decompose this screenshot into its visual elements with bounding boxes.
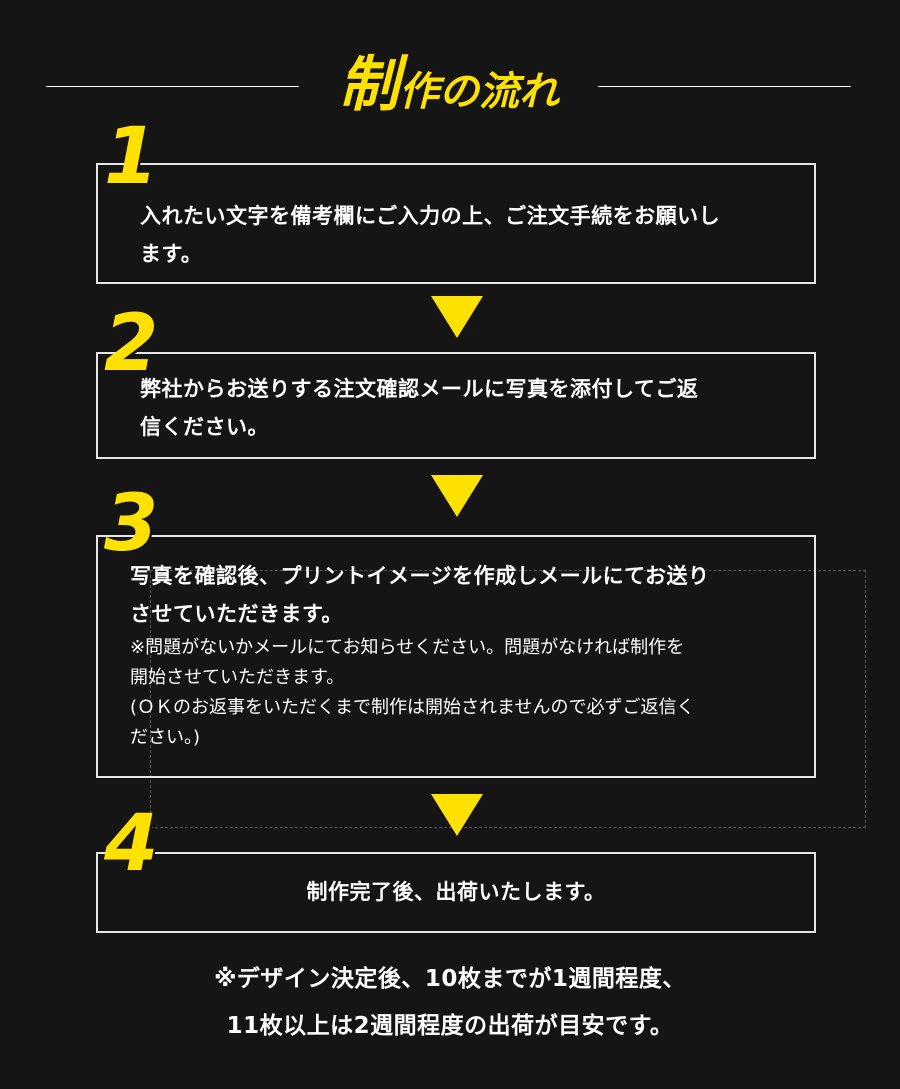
step-3-box: 写真を確認後、プリントイメージを作成しメールにてお送り させていただきます。 ※… (96, 535, 816, 778)
step-1-text-line2: ます。 (140, 242, 203, 266)
footer-note-line1: ※デザイン決定後、10枚までが1週間程度、 (214, 966, 686, 992)
step-3-note-line4: ださい。) (130, 727, 201, 748)
step-2-box: 弊社からお送りする注文確認メールに写真を添付してご返 信ください。 (96, 352, 816, 459)
decorative-dashed-frame (150, 570, 866, 828)
step-1-number: 1 (104, 112, 159, 202)
step-4-number: 4 (104, 799, 159, 889)
down-arrow-icon (431, 475, 483, 517)
down-arrow-icon (431, 296, 483, 338)
step-1-text-line1: 入れたい文字を備考欄にご入力の上、ご注文手続をお願いし (140, 204, 721, 228)
step-3-note-line1: ※問題がないかメールにてお知らせください。問題がなければ制作を (130, 637, 685, 658)
step-3-text-line2: させていただきます。 (130, 602, 343, 626)
step-3-text-line1: 写真を確認後、プリントイメージを作成しメールにてお送り (130, 564, 710, 588)
step-4-box: 制作完了後、出荷いたします。 (96, 852, 816, 933)
step-2-number: 2 (104, 299, 159, 389)
step-3-number: 3 (104, 479, 159, 569)
step-1-box: 入れたい文字を備考欄にご入力の上、ご注文手続をお願いし ます。 (96, 163, 816, 284)
step-2-text: 弊社からお送りする注文確認メールに写真を添付してご返 信ください。 (140, 370, 800, 446)
header-divider-right (598, 86, 851, 87)
step-3-note-line2: 開始させていただきます。 (130, 667, 345, 688)
header-divider-left (46, 86, 299, 87)
step-2-text-line1: 弊社からお送りする注文確認メールに写真を添付してご返 (140, 377, 699, 401)
page-title-rest: 作の流れ (399, 69, 559, 115)
footer-note-line2: 11枚以上は2週間程度の出荷が目安です。 (226, 1013, 674, 1039)
step-2-text-line2: 信ください。 (140, 415, 269, 439)
page-title-first-char: 制 (339, 50, 399, 120)
page-title: 制作の流れ (300, 40, 598, 137)
step-3-note: ※問題がないかメールにてお知らせください。問題がなければ制作を 開始させていただ… (130, 633, 810, 753)
step-3-note-line3: (ＯＫのお返事をいただくまで制作は開始されませんので必ずご返信く (130, 697, 695, 718)
step-4-text: 制作完了後、出荷いたします。 (306, 880, 606, 904)
down-arrow-icon (431, 794, 483, 836)
step-1-text: 入れたい文字を備考欄にご入力の上、ご注文手続をお願いし ます。 (140, 197, 800, 273)
step-3-text: 写真を確認後、プリントイメージを作成しメールにてお送り させていただきます。 (130, 557, 810, 633)
